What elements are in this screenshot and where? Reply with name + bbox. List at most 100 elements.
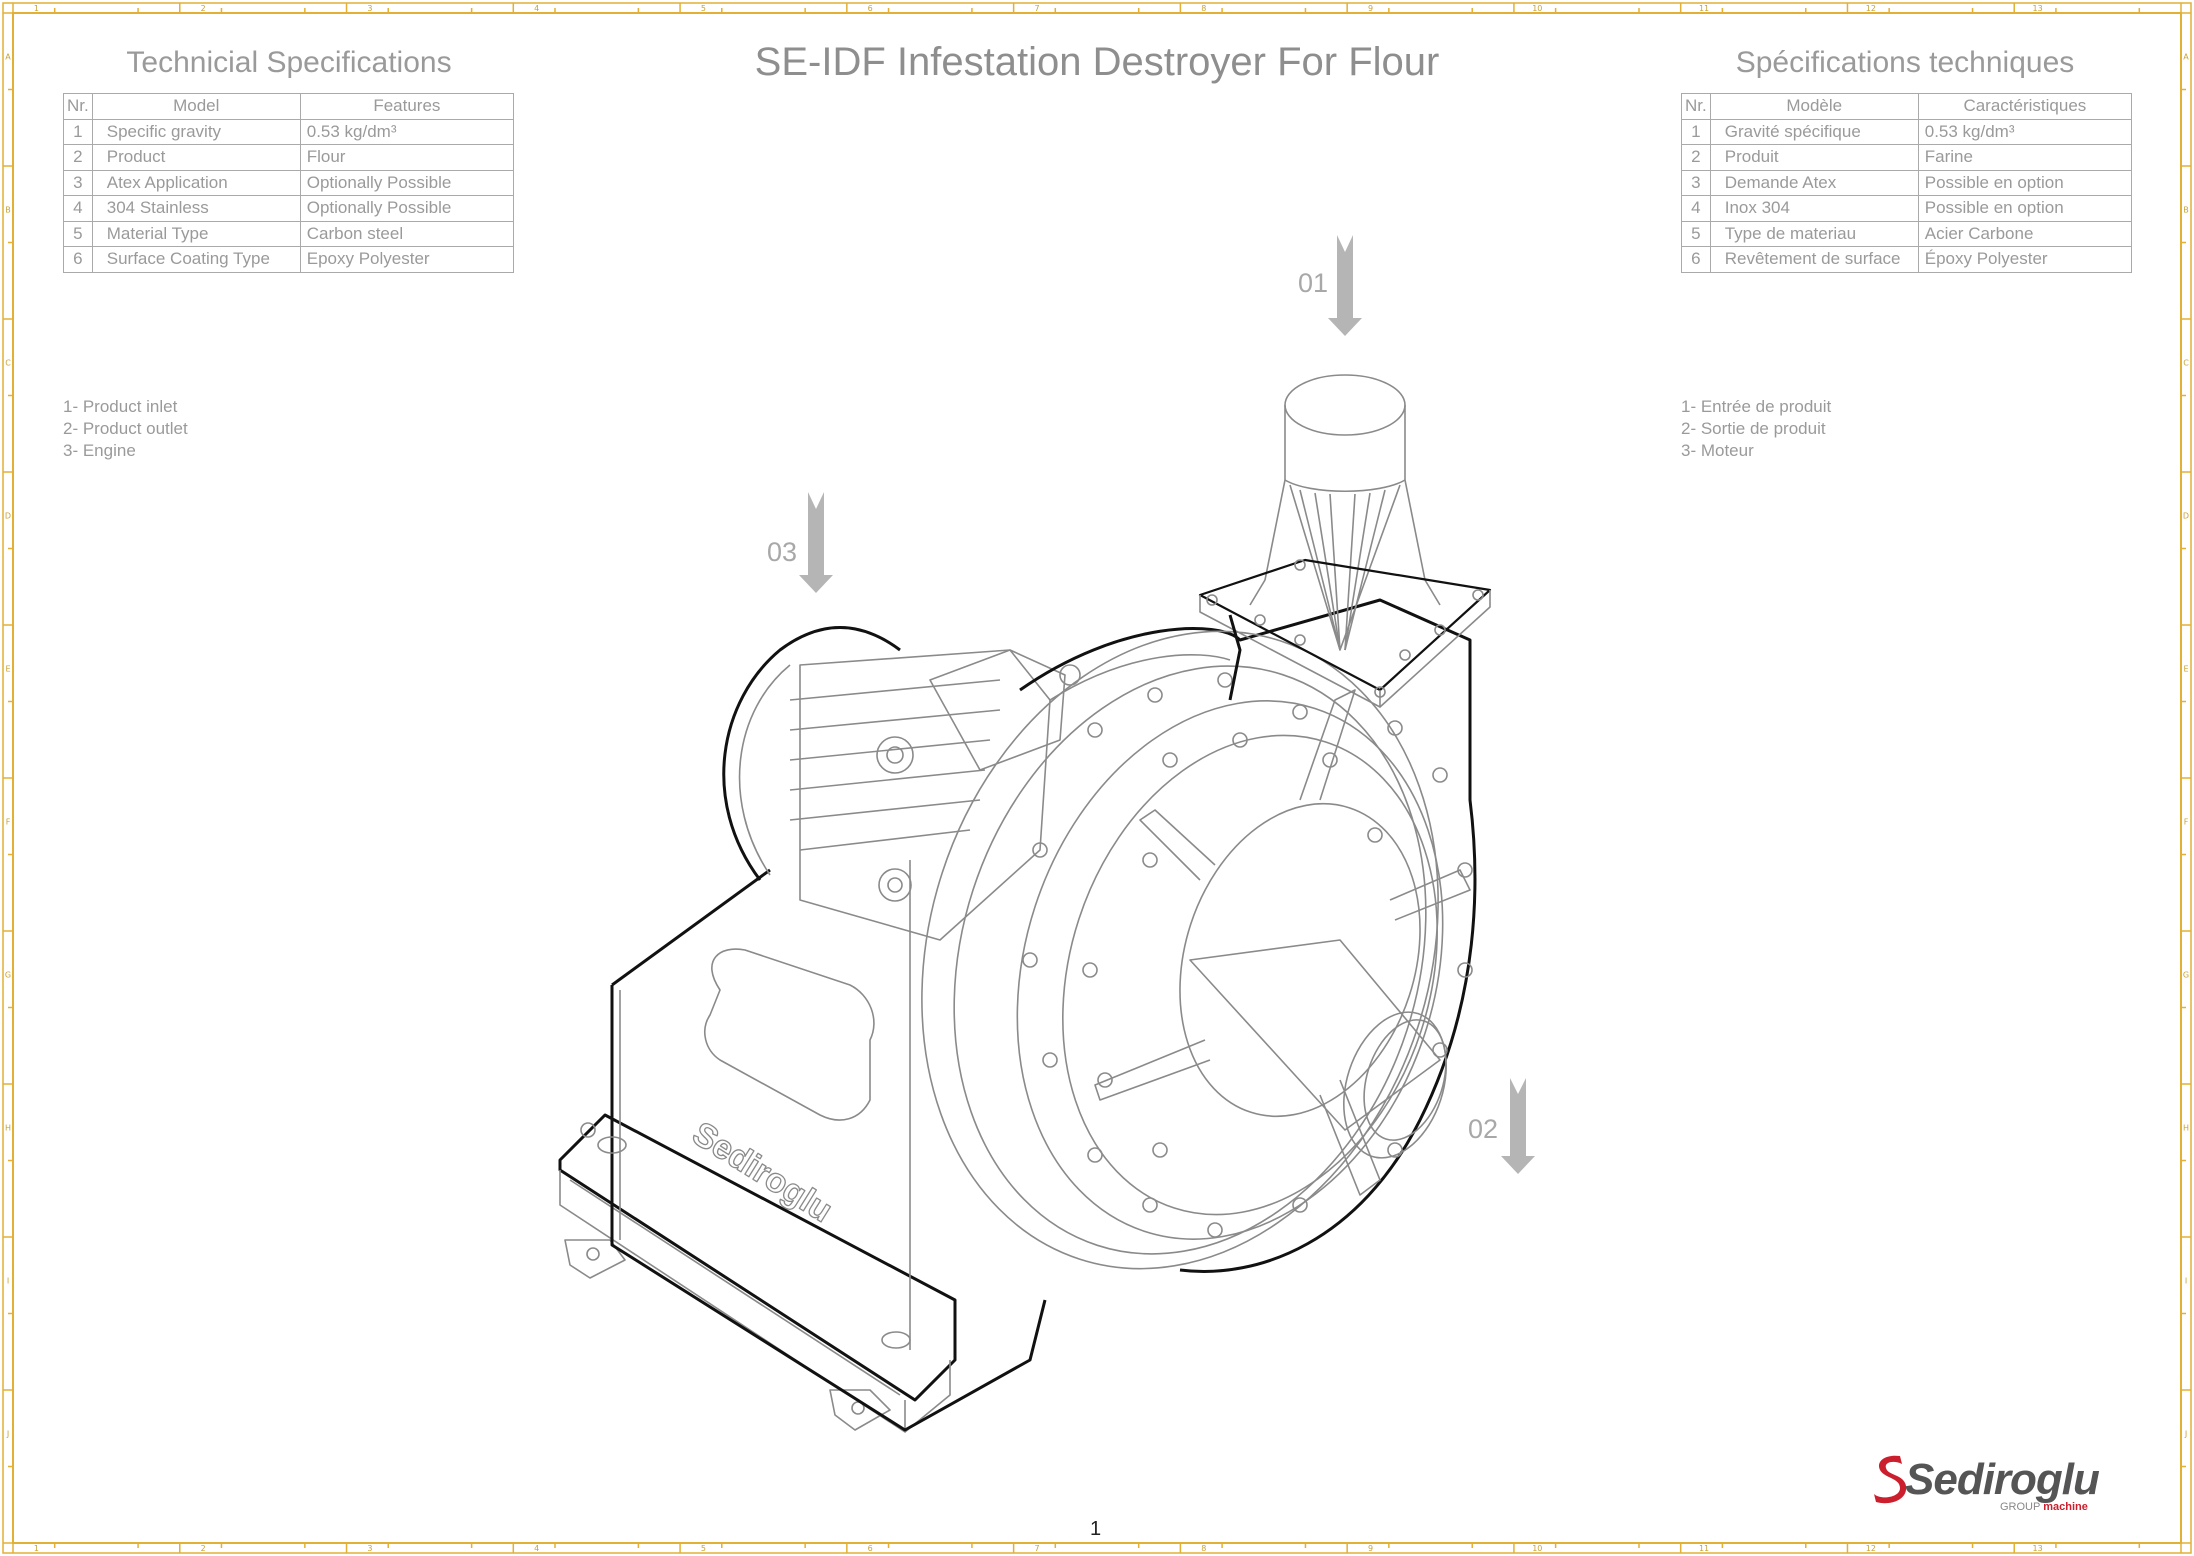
motor-housing: Sediroglu xyxy=(580,860,1047,1432)
legend-item: 1- Entrée de produit xyxy=(1681,397,1832,416)
arrow-down-icon xyxy=(799,492,833,593)
legend-fr: 1- Entrée de produit 2- Sortie de produi… xyxy=(1681,396,1831,462)
legend-item: 3- Moteur xyxy=(1681,441,1754,460)
page-number: 1 xyxy=(1090,1518,1102,1540)
frame-zone-label: 1 xyxy=(34,1544,39,1553)
callout-02: 02 xyxy=(1468,1114,1499,1144)
specs-en-heading: Technicial Specifications xyxy=(126,46,452,79)
frame-zone-label: 10 xyxy=(1532,1544,1542,1553)
row-value: Acier Carbone xyxy=(1917,220,2133,247)
frame-zone-label: J xyxy=(6,1430,9,1439)
row-model: Revêtement de surface xyxy=(1709,246,1919,273)
row-model: Material Type xyxy=(91,220,301,247)
frame-zone-label: B xyxy=(5,206,11,215)
frame-zone-label: 7 xyxy=(1034,1544,1039,1553)
flange-bolts xyxy=(1022,672,1473,1238)
specs-fr-heading: Spécifications techniques xyxy=(1735,46,2075,79)
row-model: Produit xyxy=(1709,144,1919,171)
frame-zone-label: 5 xyxy=(701,1544,706,1553)
frame-zone-label: G xyxy=(5,971,11,980)
frame-zone-label: I xyxy=(2185,1277,2187,1286)
frame-zone-label: 5 xyxy=(701,4,706,13)
frame-zone-label: 4 xyxy=(534,1544,539,1553)
arrow-down-icon xyxy=(1328,235,1362,336)
row-model: Surface Coating Type xyxy=(91,246,301,273)
frame-zone-label: G xyxy=(2183,971,2189,980)
frame-zone-label: F xyxy=(2184,818,2189,827)
frame-zone-label: 10 xyxy=(1532,4,1542,13)
frame-zone-label: B xyxy=(2183,206,2189,215)
product-inlet xyxy=(1198,374,1492,708)
frame-zone-label: E xyxy=(5,665,10,674)
base-frame xyxy=(558,1113,957,1433)
frame-zone-label: D xyxy=(5,512,11,521)
logo-group: GROUP xyxy=(2000,1501,2041,1513)
frame-zone-label: C xyxy=(5,359,11,368)
column-header-nr: Nr. xyxy=(1681,93,1711,120)
row-value: Optionally Possible xyxy=(299,195,515,222)
frame-zone-label: E xyxy=(2183,665,2188,674)
legend-item: 2- Product outlet xyxy=(63,419,188,438)
row-nr: 1 xyxy=(1681,118,1711,145)
logo-machine: machine xyxy=(2043,1501,2088,1513)
frame-zone-label: 12 xyxy=(1866,4,1876,13)
logo-subtitle: GROUP machine xyxy=(2000,1501,2088,1513)
legend-item: 3- Engine xyxy=(63,441,136,460)
frame-zone-label: 9 xyxy=(1368,4,1373,13)
frame-zone-label: H xyxy=(2183,1124,2189,1133)
machine-drawing: Sediroglu xyxy=(558,374,1492,1433)
frame-zone-label: 6 xyxy=(868,4,873,13)
frame-zone-label: 12 xyxy=(1866,1544,1876,1553)
blower-housing xyxy=(921,598,1477,1273)
column-header-model: Modèle xyxy=(1709,93,1919,120)
frame-zone-label: 3 xyxy=(367,4,372,13)
row-model: Specific gravity xyxy=(91,118,301,145)
frame-zone-label: J xyxy=(2184,1430,2187,1439)
frame-zone-label: 2 xyxy=(201,4,206,13)
frame-zone-label: A xyxy=(5,53,11,62)
row-nr: 5 xyxy=(63,220,93,247)
electric-motor xyxy=(722,626,1081,941)
frame-zone-label: 11 xyxy=(1699,4,1709,13)
row-model: Atex Application xyxy=(91,169,301,196)
callout-01: 01 xyxy=(1298,268,1329,298)
frame-zone-label: 6 xyxy=(868,1544,873,1553)
sediroglu-logo-icon xyxy=(1874,1455,1907,1504)
row-value: 0.53 kg/dm³ xyxy=(1917,118,2133,145)
legend-en: 1- Product inlet 2- Product outlet 3- En… xyxy=(63,396,188,462)
frame-zone-label: 2 xyxy=(201,1544,206,1553)
row-value: Époxy Polyester xyxy=(1917,246,2133,273)
frame-zone-label: 8 xyxy=(1201,1544,1206,1553)
row-value: Optionally Possible xyxy=(299,169,515,196)
frame-zone-label: 13 xyxy=(2033,4,2043,13)
frame-zone-label: F xyxy=(6,818,11,827)
column-header-features: Features xyxy=(299,93,515,120)
arrow-down-icon xyxy=(1501,1078,1535,1174)
row-value: Possible en option xyxy=(1917,169,2133,196)
frame-zone-label: 8 xyxy=(1201,4,1206,13)
frame-zone-label: 7 xyxy=(1034,4,1039,13)
frame-zone-label: I xyxy=(7,1277,9,1286)
machine-brand-label: Sediroglu xyxy=(686,1115,839,1230)
frame-zone-label: 4 xyxy=(534,4,539,13)
frame-zone-label: 11 xyxy=(1699,1544,1709,1553)
row-model: 304 Stainless xyxy=(91,195,301,222)
row-model: Inox 304 xyxy=(1709,195,1919,222)
frame-zone-label: C xyxy=(2183,359,2189,368)
legend-item: 1- Product inlet xyxy=(63,397,178,416)
row-value: Epoxy Polyester xyxy=(299,246,515,273)
frame-zone-label: 9 xyxy=(1368,1544,1373,1553)
frame-zone-label: 13 xyxy=(2033,1544,2043,1553)
row-model: Gravité spécifique xyxy=(1709,118,1919,145)
